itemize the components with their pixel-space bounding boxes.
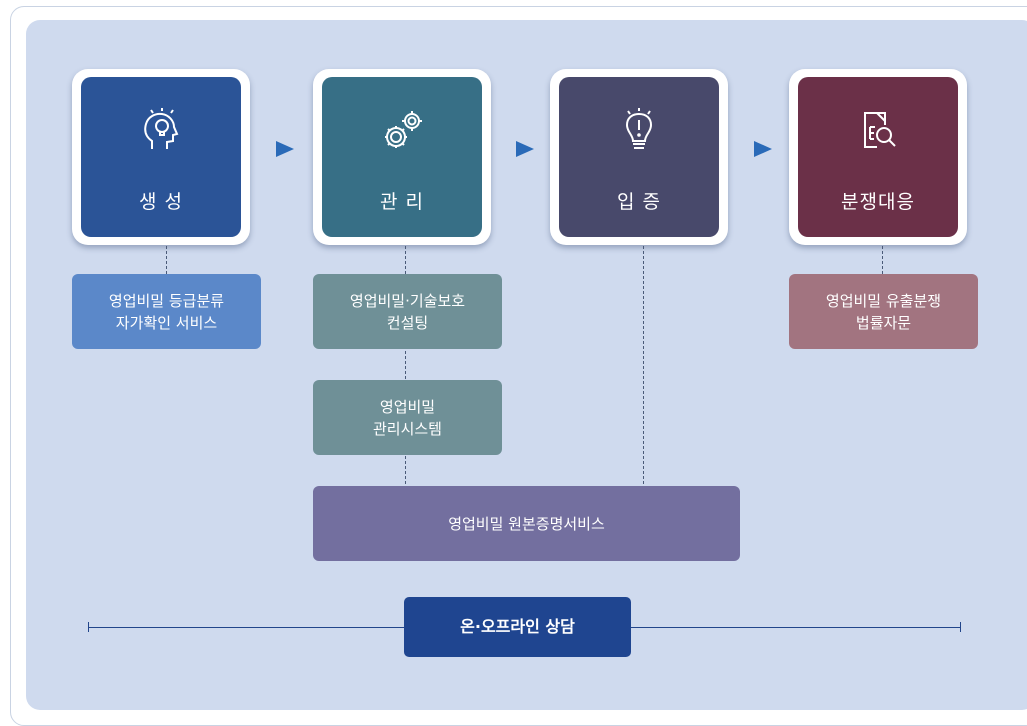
service-consulting: 영업비밀·기술보호 컨설팅 bbox=[313, 274, 502, 349]
connector-line bbox=[166, 246, 167, 274]
gears-icon bbox=[385, 111, 422, 148]
service-certification: 영업비밀 원본증명서비스 bbox=[313, 486, 740, 561]
consultation-line-start bbox=[88, 622, 89, 632]
flow-arrow bbox=[276, 141, 294, 157]
service-legal: 영업비밀 유출분쟁 법률자문 bbox=[789, 274, 978, 349]
consultation-badge: 온·오프라인 상담 bbox=[404, 597, 631, 657]
service-consulting-line1: 영업비밀·기술보호 bbox=[349, 291, 466, 310]
connector-line bbox=[882, 246, 883, 274]
lightbulb-exclaim-icon bbox=[625, 108, 653, 149]
service-management-system: 영업비밀 관리시스템 bbox=[313, 380, 502, 455]
service-system-line2: 관리시스템 bbox=[372, 419, 442, 438]
stage-create: 생 성 bbox=[72, 69, 250, 245]
service-grading: 영업비밀 등급분류 자가확인 서비스 bbox=[72, 274, 261, 349]
document-search-icon bbox=[864, 112, 896, 148]
stage-manage-label: 관 리 bbox=[380, 191, 424, 213]
consultation-line-end bbox=[960, 622, 961, 632]
stage-prove: 입 증 bbox=[550, 69, 728, 245]
service-grading-line1: 영업비밀 등급분류 bbox=[108, 291, 225, 310]
stage-prove-label: 입 증 bbox=[617, 191, 661, 213]
connector-line bbox=[405, 246, 406, 484]
service-legal-line2: 법률자문 bbox=[855, 313, 912, 332]
stage-manage: 관 리 bbox=[313, 69, 491, 245]
stage-prove-tile: 입 증 bbox=[559, 77, 719, 237]
stage-create-label: 생 성 bbox=[139, 191, 183, 213]
flow-arrow bbox=[754, 141, 772, 157]
service-grading-line2: 자가확인 서비스 bbox=[115, 313, 218, 332]
connector-line bbox=[643, 246, 644, 484]
service-legal-line1: 영업비밀 유출분쟁 bbox=[825, 291, 942, 310]
service-consulting-line2: 컨설팅 bbox=[386, 313, 429, 332]
service-system-line1: 영업비밀 bbox=[379, 397, 436, 416]
stage-create-tile: 생 성 bbox=[81, 77, 241, 237]
stage-dispute: 분쟁대응 bbox=[789, 69, 967, 245]
stage-manage-tile: 관 리 bbox=[322, 77, 482, 237]
stage-dispute-tile: 분쟁대응 bbox=[798, 77, 958, 237]
stage-dispute-label: 분쟁대응 bbox=[841, 191, 915, 213]
service-certification-label: 영업비밀 원본증명서비스 bbox=[448, 514, 605, 533]
head-lightbulb-icon bbox=[144, 108, 179, 149]
flow-arrow bbox=[516, 141, 534, 157]
